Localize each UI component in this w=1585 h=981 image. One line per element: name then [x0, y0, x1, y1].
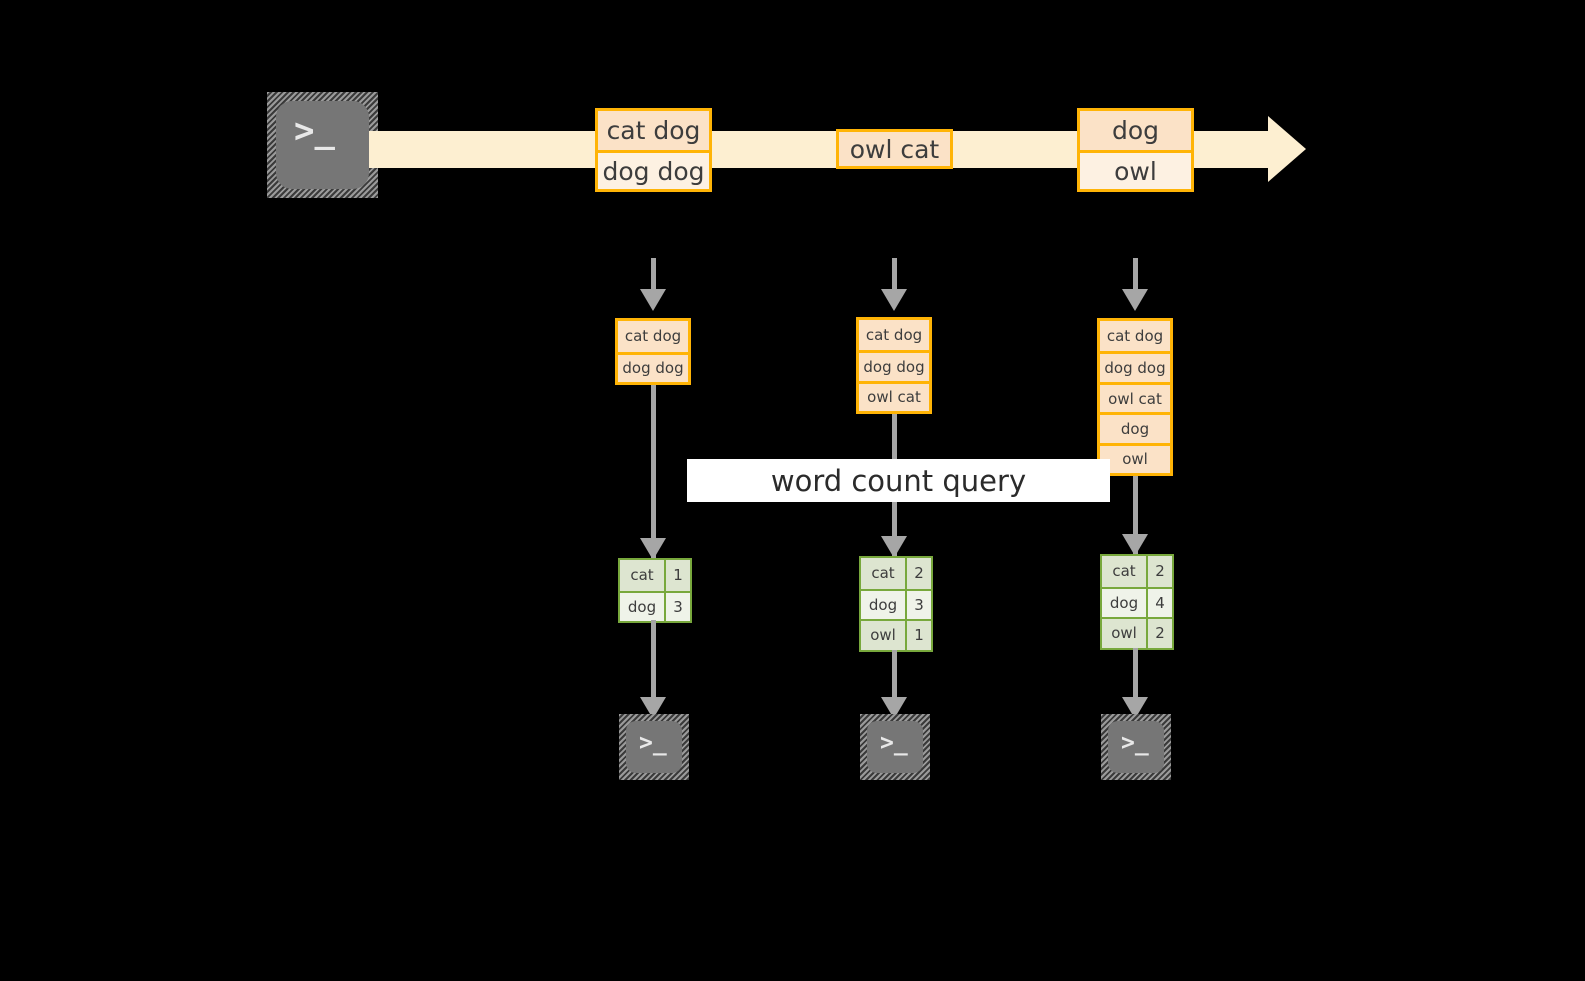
trigger-1-sink-arrow-down-icon [640, 697, 666, 719]
trigger-1-arrow-down-dashed-icon [640, 289, 666, 311]
record-line: owl [1100, 442, 1170, 474]
record-line: dog dog [618, 351, 688, 382]
table-row: owl 1 [861, 619, 931, 650]
record-line: owl cat [1100, 381, 1170, 413]
stream-arrow-right-icon [1268, 116, 1306, 182]
record-line: dog [1080, 111, 1191, 150]
stream-batch-2: owl cat [836, 129, 953, 169]
terminal-screen: >_ [1108, 721, 1164, 773]
trigger-1-query-line [651, 385, 656, 560]
record-line: dog dog [598, 150, 709, 189]
trigger-1-dashed-line [651, 258, 656, 291]
trigger-2-dashed-line [892, 258, 897, 291]
table-row: cat 1 [620, 560, 690, 591]
trigger-1-arrow-down-icon [640, 538, 666, 560]
result-word: owl [861, 621, 905, 650]
record-line: owl [1080, 150, 1191, 189]
terminal-screen: >_ [626, 721, 682, 773]
stream-batch-3: dog owl [1077, 108, 1194, 192]
trigger-2-sink-arrow-down-icon [881, 697, 907, 719]
terminal-prompt-glyph: >_ [639, 730, 667, 756]
record-line: dog dog [1100, 351, 1170, 382]
result-word: cat [620, 560, 664, 591]
result-count: 4 [1146, 588, 1172, 617]
result-word: dog [861, 590, 905, 619]
terminal-screen: >_ [276, 101, 369, 189]
trigger-2-arrow-down-dashed-icon [881, 289, 907, 311]
query-banner: word count query [687, 459, 1110, 502]
trigger-3-arrow-down-icon [1122, 534, 1148, 556]
record-line: owl cat [859, 380, 929, 412]
trigger-1-result-table: cat 1 dog 3 [618, 558, 692, 623]
result-word: cat [861, 558, 905, 589]
result-count: 3 [664, 592, 690, 621]
trigger-2-result-table: cat 2 dog 3 owl 1 [859, 556, 933, 652]
result-count: 1 [664, 560, 690, 591]
trigger-3-dashed-line [1133, 258, 1138, 291]
trigger-3-result-table: cat 2 dog 4 owl 2 [1100, 554, 1174, 650]
result-count: 2 [905, 558, 931, 589]
result-count: 3 [905, 590, 931, 619]
trigger-2-arrow-down-icon [881, 536, 907, 558]
trigger-1-sink-terminal-icon: >_ [619, 714, 689, 780]
trigger-2-accumulated-table: cat dog dog dog owl cat [856, 317, 932, 414]
trigger-2-sink-terminal-icon: >_ [860, 714, 930, 780]
result-word: owl [1102, 619, 1146, 648]
result-count: 2 [1146, 556, 1172, 587]
trigger-3-sink-arrow-down-icon [1122, 697, 1148, 719]
result-word: dog [620, 592, 664, 621]
query-banner-label: word count query [770, 463, 1027, 498]
trigger-3-sink-line [1133, 648, 1138, 718]
record-line: dog dog [859, 350, 929, 381]
trigger-1-accumulated-table: cat dog dog dog [615, 318, 691, 385]
stream-batch-1: cat dog dog dog [595, 108, 712, 192]
record-line: dog [1100, 412, 1170, 443]
trigger-2-sink-line [892, 650, 897, 718]
result-word: cat [1102, 556, 1146, 587]
record-line: owl cat [839, 132, 950, 166]
table-row: cat 2 [1102, 556, 1172, 587]
terminal-prompt-glyph: >_ [294, 111, 335, 151]
source-terminal-icon: >_ [267, 92, 378, 198]
record-line: cat dog [598, 111, 709, 150]
record-line: cat dog [1100, 321, 1170, 352]
result-count: 1 [905, 621, 931, 650]
table-row: owl 2 [1102, 617, 1172, 648]
terminal-screen: >_ [867, 721, 923, 773]
trigger-3-sink-terminal-icon: >_ [1101, 714, 1171, 780]
trigger-1-sink-line [651, 620, 656, 718]
table-row: dog 3 [620, 590, 690, 621]
trigger-3-arrow-down-dashed-icon [1122, 289, 1148, 311]
record-line: cat dog [618, 321, 688, 352]
trigger-3-query-line [1133, 476, 1138, 558]
table-row: dog 3 [861, 588, 931, 619]
result-count: 2 [1146, 619, 1172, 648]
terminal-prompt-glyph: >_ [880, 730, 908, 756]
record-line: cat dog [859, 320, 929, 351]
trigger-3-accumulated-table: cat dog dog dog owl cat dog owl [1097, 318, 1173, 476]
terminal-prompt-glyph: >_ [1121, 730, 1149, 756]
result-word: dog [1102, 588, 1146, 617]
table-row: dog 4 [1102, 586, 1172, 617]
table-row: cat 2 [861, 558, 931, 589]
